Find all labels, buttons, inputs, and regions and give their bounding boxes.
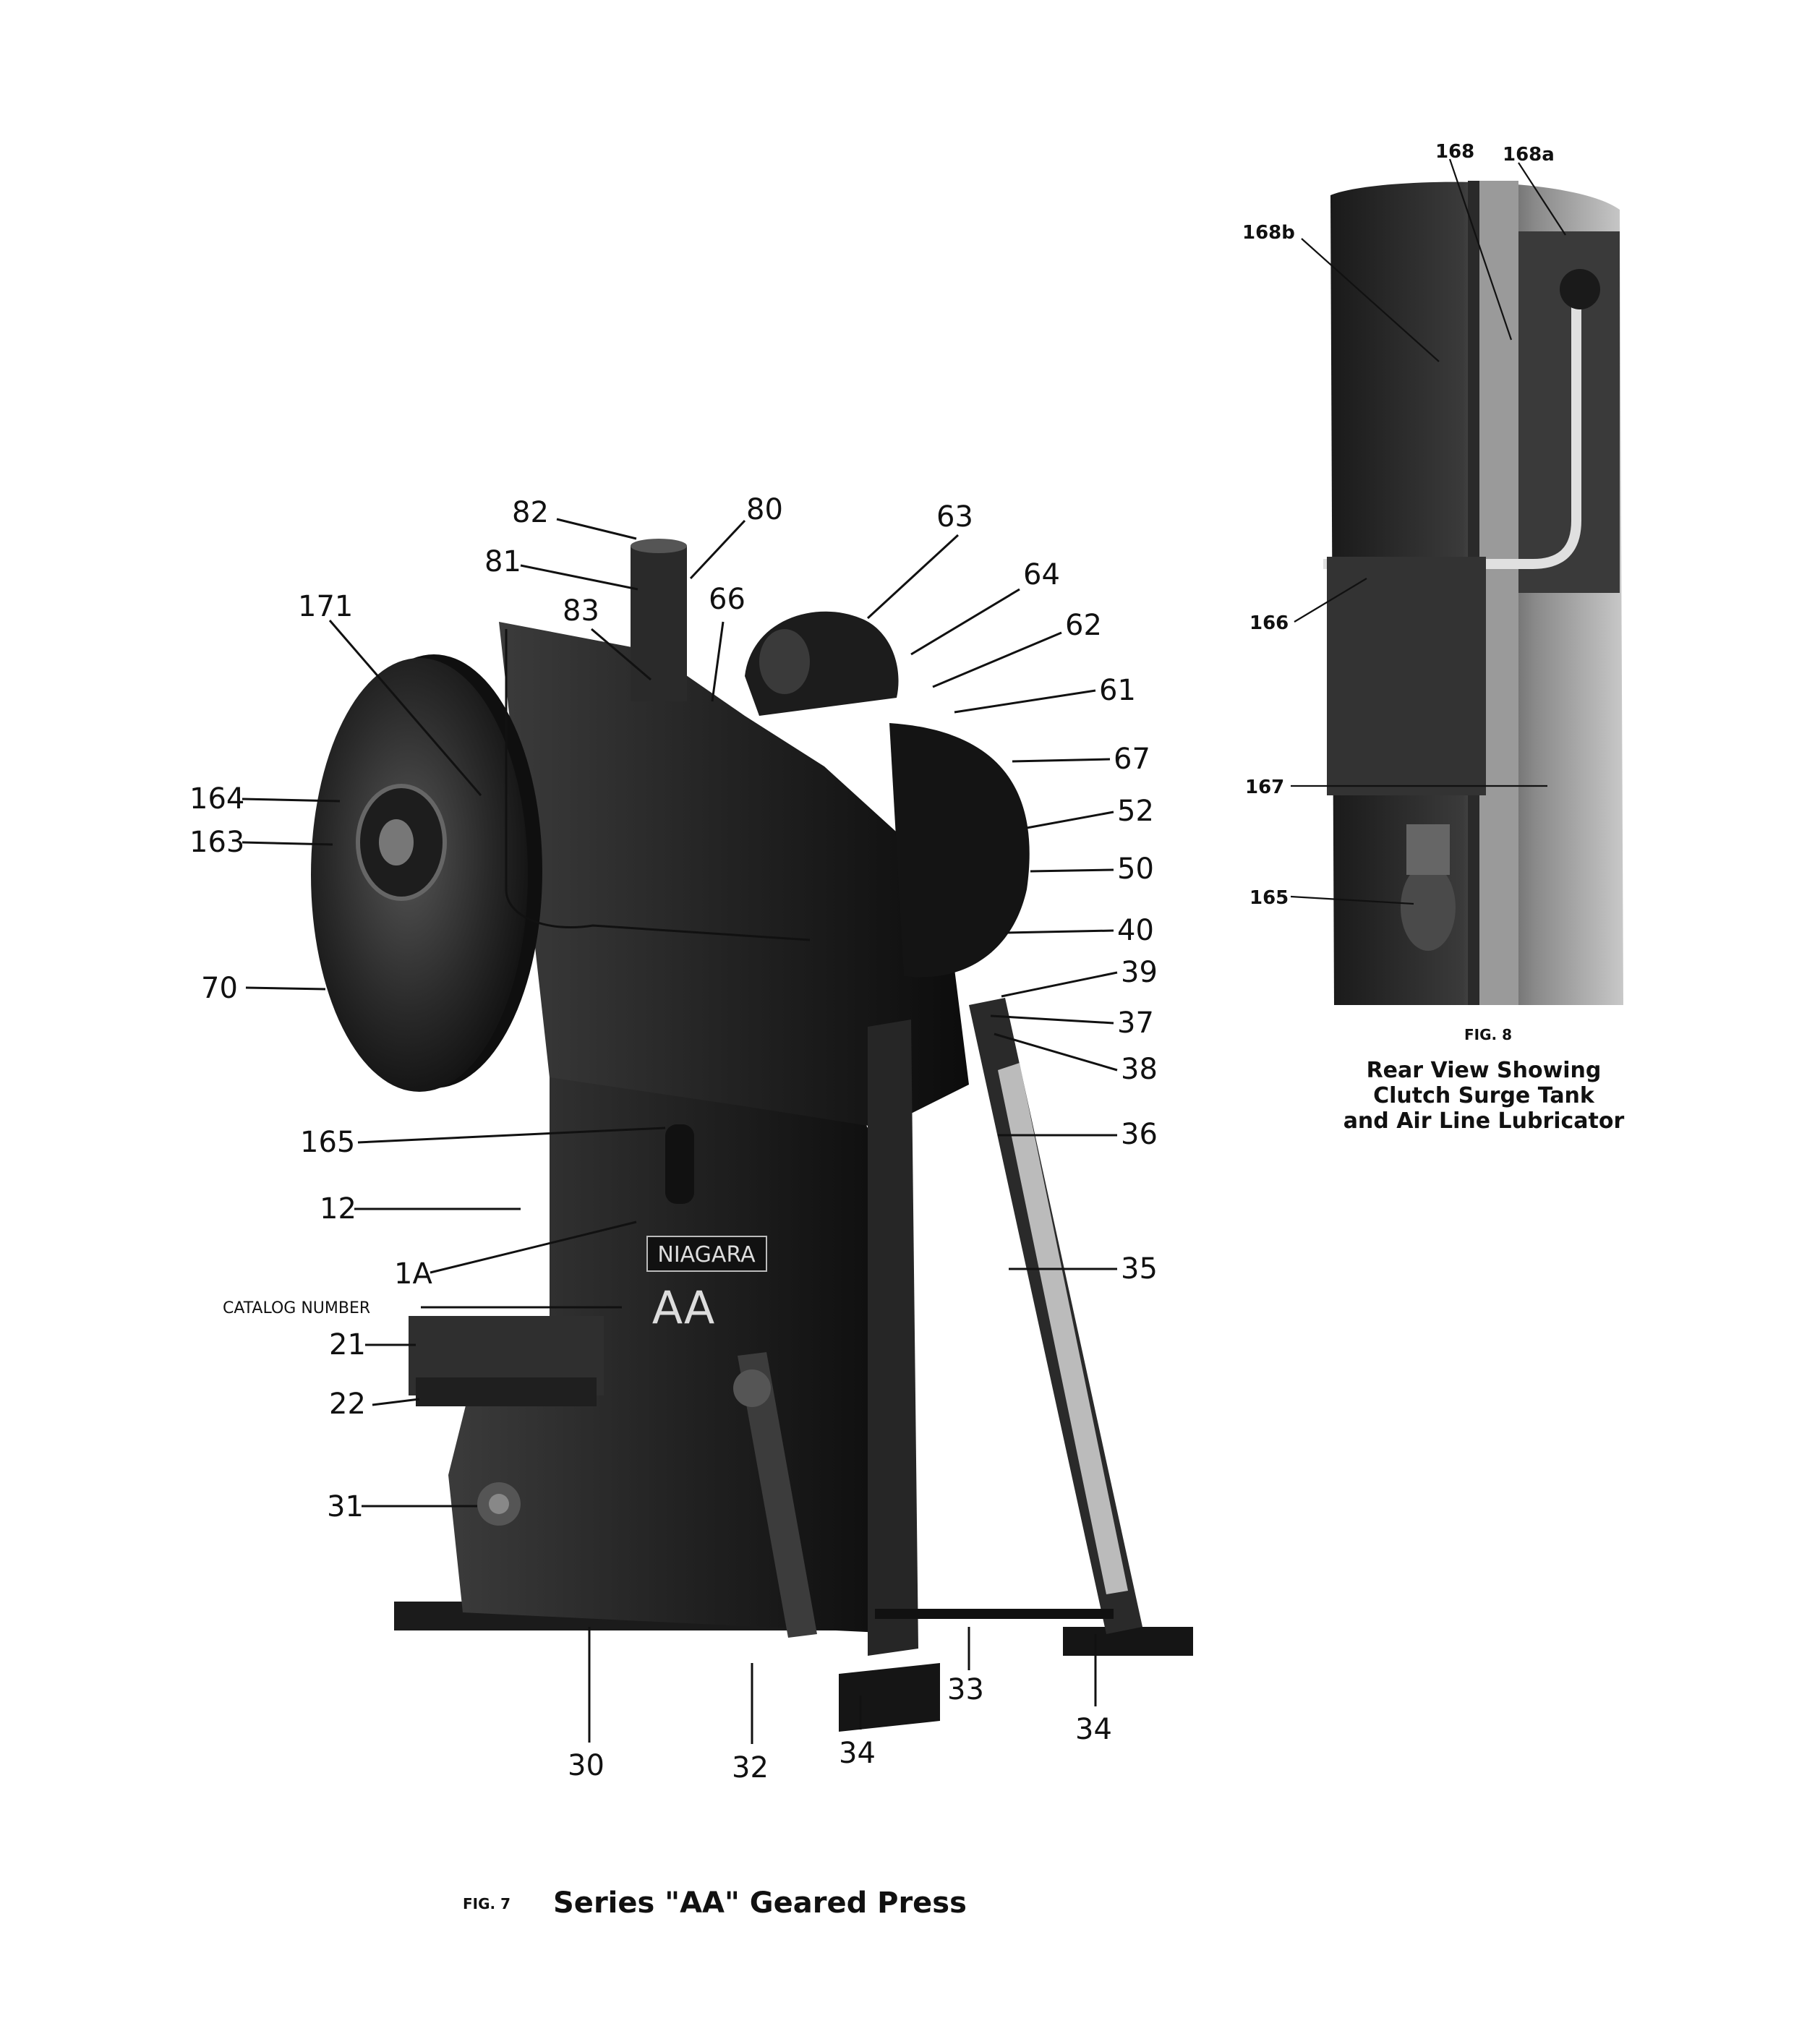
callout-67: 67: [1114, 743, 1150, 776]
callout-168a: 168a: [1503, 144, 1555, 166]
leader-70: [245, 986, 326, 991]
callout-63: 63: [936, 500, 973, 534]
press-illustration: NIAGARA AA: [311, 539, 1193, 1732]
callout-34-right: 34: [1075, 1713, 1112, 1746]
leader-81: [520, 564, 638, 591]
fig8-caption-line-2: Clutch Surge Tank: [1373, 1083, 1595, 1108]
leader-38: [994, 1033, 1118, 1072]
leader-165: [357, 1127, 666, 1144]
callout-36: 36: [1121, 1118, 1158, 1151]
callout-52: 52: [1117, 795, 1154, 828]
callout-66: 66: [709, 583, 745, 616]
leader-22: [372, 1398, 420, 1406]
callout-171: 171: [298, 590, 353, 623]
fig7-caption: FIG. 7 Series "AA" Geared Press: [463, 1886, 967, 1920]
callout-83: 83: [563, 594, 599, 628]
leader-168b: [1301, 238, 1440, 362]
callout-50: 50: [1117, 852, 1154, 886]
leader-61: [954, 689, 1096, 714]
callout-165: 165: [300, 1126, 355, 1159]
callout-22: 22: [329, 1388, 366, 1421]
leader-52: [1026, 811, 1114, 829]
fig8-leader-lines: [1290, 158, 1566, 905]
callout-38: 38: [1121, 1053, 1158, 1086]
leader-168a: [1518, 162, 1566, 236]
callout-64: 64: [1023, 558, 1060, 591]
callout-34-left: 34: [839, 1737, 876, 1770]
callout-165-rear: 165: [1249, 887, 1289, 909]
leader-83: [591, 628, 651, 681]
fig8-caption-line-1: Rear View Showing: [1367, 1058, 1602, 1083]
leader-64: [910, 588, 1020, 656]
leader-37: [990, 1014, 1114, 1025]
callout-37: 37: [1117, 1006, 1154, 1040]
fig7-leader-lines: [242, 518, 1118, 1744]
callout-1A: 1A: [394, 1257, 432, 1291]
callout-81: 81: [484, 545, 521, 578]
callout-163: 163: [189, 826, 244, 859]
callout-167: 167: [1245, 777, 1284, 798]
leader-171: [328, 620, 482, 796]
model-marking: AA: [652, 1281, 715, 1334]
callout-61: 61: [1099, 674, 1136, 707]
fig7-callouts: 82 80 63 81 171 83 66 64 62 61 67 164 16…: [189, 493, 1158, 1784]
fig8-label: FIG. 8: [1464, 1026, 1512, 1043]
nameplate-text: NIAGARA: [657, 1242, 756, 1268]
callout-164: 164: [189, 782, 244, 816]
leader-164: [242, 798, 341, 803]
fig7-title: Series "AA" Geared Press: [553, 1886, 967, 1920]
leader-63: [866, 534, 960, 620]
callout-32: 32: [732, 1751, 769, 1784]
leader-67: [1012, 758, 1111, 763]
leader-80: [689, 519, 746, 580]
leader-166: [1294, 578, 1367, 623]
fig7-label: FIG. 7: [463, 1895, 510, 1912]
callout-62: 62: [1065, 609, 1102, 642]
leader-62: [932, 631, 1062, 688]
callout-31: 31: [327, 1490, 364, 1523]
callout-12: 12: [320, 1192, 356, 1226]
leader-66: [711, 621, 725, 702]
callout-35: 35: [1121, 1252, 1158, 1286]
callout-166: 166: [1249, 612, 1289, 634]
leader-168: [1448, 158, 1513, 341]
callout-70: 70: [201, 972, 238, 1005]
rear-view-illustration: [1323, 181, 1623, 1005]
fig8-callouts: 168 168a 168b 166 167 165: [1242, 141, 1555, 909]
leader-163: [242, 841, 333, 846]
fig8-caption: FIG. 8 Rear View Showing Clutch Surge Ta…: [1343, 1026, 1625, 1134]
callout-catalog-number: CATALOG NUMBER: [223, 1299, 370, 1317]
leader-39: [1001, 971, 1118, 998]
callout-21: 21: [329, 1328, 366, 1362]
callout-82: 82: [512, 496, 549, 529]
leader-82: [556, 518, 637, 540]
leader-165-rear: [1290, 895, 1414, 905]
callout-168b: 168b: [1242, 222, 1295, 244]
callout-80: 80: [746, 493, 783, 526]
leader-1A: [430, 1221, 637, 1274]
leader-40: [1004, 929, 1114, 934]
fig8-caption-line-3: and Air Line Lubricator: [1343, 1108, 1625, 1134]
callout-39: 39: [1121, 956, 1158, 989]
callout-33: 33: [947, 1673, 984, 1706]
leader-50: [1030, 868, 1114, 873]
callout-40: 40: [1117, 914, 1154, 947]
callout-30: 30: [568, 1749, 604, 1782]
callout-168: 168: [1435, 141, 1474, 163]
